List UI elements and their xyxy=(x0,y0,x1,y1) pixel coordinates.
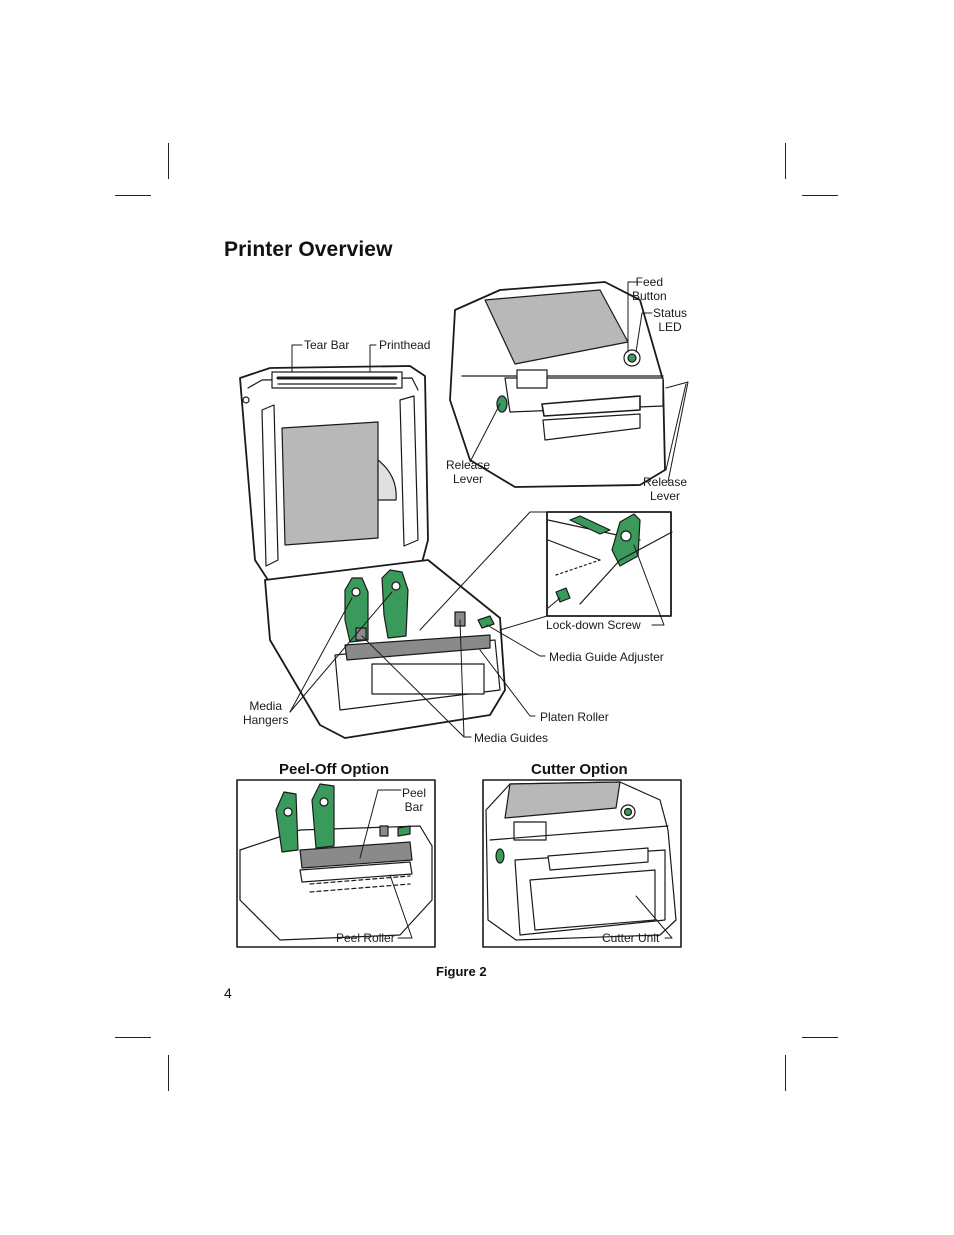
label-status-led-line1: Status xyxy=(653,306,688,320)
crop-mark-top-left-vertical xyxy=(168,143,169,179)
lock-down-detail-inset xyxy=(546,511,673,617)
label-cutter-unit: Cutter Unit xyxy=(602,931,660,945)
label-feed-button-line1: Feed xyxy=(635,275,664,289)
closed-printer-drawing xyxy=(449,281,666,488)
label-feed-button-line2: Button xyxy=(632,289,667,303)
label-peel-bar-line1: Peel xyxy=(402,786,427,800)
leader-lines xyxy=(289,281,689,738)
label-release-lever-left-line1: Release xyxy=(446,458,491,472)
crop-mark-top-right-vertical xyxy=(785,143,786,179)
label-lock-down-screw: Lock-down Screw xyxy=(546,618,641,632)
cutter-option-heading: Cutter Option xyxy=(531,761,628,778)
label-peel-bar-line2: Bar xyxy=(404,800,424,814)
label-printhead: Printhead xyxy=(379,338,431,352)
label-peel-bar: Peel Bar xyxy=(402,787,426,814)
page-title: Printer Overview xyxy=(224,238,393,261)
label-release-lever-right-line1: Release xyxy=(643,475,688,489)
open-printer-drawing xyxy=(239,365,506,739)
crop-mark-top-right-horizontal xyxy=(802,195,838,196)
label-tear-bar: Tear Bar xyxy=(304,338,350,352)
label-media-hangers: Media Hangers xyxy=(243,700,288,727)
label-release-lever-left: Release Lever xyxy=(446,459,490,486)
label-feed-button: Feed Button xyxy=(632,276,667,303)
label-media-hangers-line1: Media xyxy=(249,699,283,713)
label-media-guides: Media Guides xyxy=(474,731,549,745)
label-status-led: Status LED xyxy=(653,307,687,334)
label-release-lever-right: Release Lever xyxy=(643,476,687,503)
crop-mark-bottom-left-vertical xyxy=(168,1055,169,1091)
label-release-lever-right-line2: Lever xyxy=(650,489,681,503)
label-media-hangers-line2: Hangers xyxy=(243,713,289,727)
peel-off-drawing xyxy=(236,779,436,948)
label-release-lever-left-line2: Lever xyxy=(453,472,484,486)
label-status-led-line2: LED xyxy=(658,320,682,334)
cutter-drawing xyxy=(482,779,682,948)
crop-mark-bottom-right-horizontal xyxy=(802,1037,838,1038)
crop-mark-top-left-horizontal xyxy=(115,195,151,196)
crop-mark-bottom-left-horizontal xyxy=(115,1037,151,1038)
label-platen-roller: Platen Roller xyxy=(540,710,609,724)
label-media-guide-adjuster: Media Guide Adjuster xyxy=(549,650,664,664)
page-number: 4 xyxy=(224,985,232,1001)
peel-off-option-heading: Peel-Off Option xyxy=(279,761,389,778)
figure-caption: Figure 2 xyxy=(436,964,487,979)
label-peel-roller: Peel Roller xyxy=(336,931,395,945)
crop-mark-bottom-right-vertical xyxy=(785,1055,786,1091)
